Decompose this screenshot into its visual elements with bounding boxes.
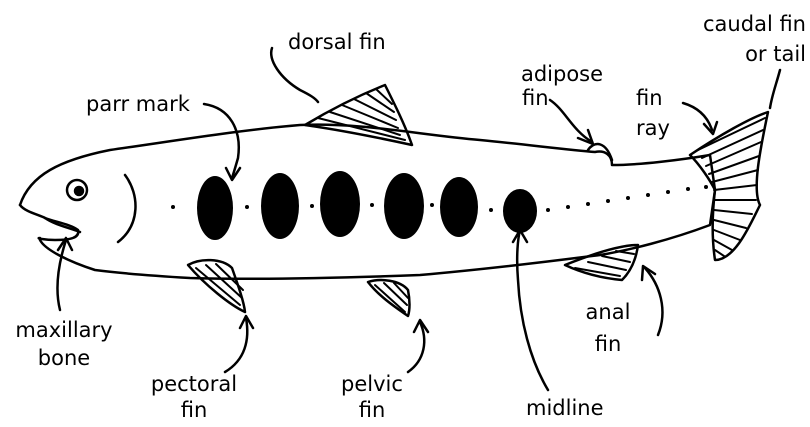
- label-pelvic-fin: pelvic fin: [332, 372, 412, 422]
- label-fin-ray-line1: fin: [636, 86, 670, 110]
- label-maxillary-bone-line1: maxillary: [8, 318, 120, 342]
- parr-mark: [261, 173, 299, 239]
- label-pelvic-fin-line2: fin: [332, 398, 412, 422]
- label-pectoral-fin-line2: fin: [136, 398, 252, 422]
- label-adipose-fin-line2: fin: [514, 86, 610, 110]
- parr-mark: [384, 173, 424, 239]
- label-dorsal-fin: dorsal fin: [288, 30, 386, 54]
- leader-midline: [517, 230, 548, 390]
- label-pectoral-fin-line1: pectoral: [136, 372, 252, 396]
- label-midline: midline: [526, 396, 604, 420]
- leader-parr: [204, 104, 239, 178]
- label-adipose-fin-line1: adipose: [514, 62, 610, 86]
- pectoral-fin-rays: [196, 264, 243, 305]
- label-maxillary-bone-line2: bone: [8, 346, 120, 370]
- mouth: [20, 205, 78, 240]
- parr-mark: [503, 189, 537, 233]
- label-caudal-fin: caudal fin or tail: [703, 12, 806, 66]
- label-anal-fin-line1: anal: [576, 300, 640, 324]
- parr-mark: [440, 177, 478, 237]
- dorsal-fin: [305, 85, 412, 145]
- label-fin-ray-line2: ray: [636, 116, 670, 140]
- label-maxillary-bone: maxillary bone: [8, 318, 120, 370]
- leader-finray: [683, 103, 712, 130]
- fish-body-outline: [20, 125, 715, 279]
- label-fin-ray: fin ray: [636, 86, 670, 140]
- label-pelvic-fin-line1: pelvic: [332, 372, 412, 396]
- leader-pectoral: [225, 318, 247, 372]
- leader-dorsal: [271, 48, 318, 102]
- gill-cover: [118, 175, 135, 242]
- caudal-fin-rays: [698, 118, 765, 256]
- label-caudal-fin-line2: or tail: [703, 42, 806, 66]
- label-anal-fin: anal fin: [576, 300, 640, 356]
- leader-caudal: [770, 70, 780, 108]
- label-adipose-fin: adipose fin: [514, 62, 610, 110]
- label-parr-mark: parr mark: [86, 92, 190, 116]
- parr-mark: [320, 171, 360, 237]
- parr-mark: [197, 176, 233, 240]
- pupil: [75, 187, 83, 195]
- leader-anal: [645, 268, 662, 335]
- label-caudal-fin-line1: caudal fin: [703, 12, 806, 36]
- pelvic-fin-rays: [375, 283, 408, 312]
- midline-dots: [171, 185, 708, 212]
- label-anal-fin-line2: fin: [576, 332, 640, 356]
- label-pectoral-fin: pectoral fin: [136, 372, 252, 422]
